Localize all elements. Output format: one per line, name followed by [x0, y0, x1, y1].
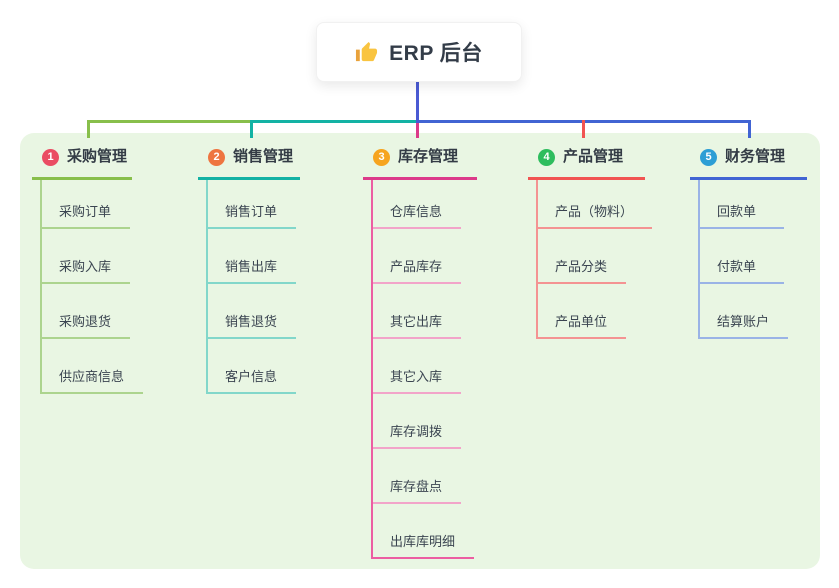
- root-node[interactable]: ERP 后台: [316, 22, 522, 82]
- child-node[interactable]: 付款单: [700, 229, 784, 284]
- branch-number-badge: 4: [538, 148, 555, 166]
- child-node[interactable]: 采购订单: [42, 180, 131, 229]
- branch-number-badge: 3: [373, 148, 390, 166]
- branch-header-node[interactable]: 1 采购管理: [32, 146, 132, 180]
- branch-number-badge: 5: [700, 148, 717, 166]
- branch-header-node[interactable]: 3 库存管理: [363, 146, 477, 180]
- branch-children: 仓库信息产品库存其它出库其它入库库存调拨库存盘点出库库明细: [371, 180, 477, 559]
- child-node[interactable]: 产品（物料）: [538, 180, 653, 229]
- branch-4: 4 产品管理产品（物料）产品分类产品单位: [528, 146, 653, 339]
- child-node[interactable]: 产品单位: [538, 284, 627, 339]
- child-node[interactable]: 客户信息: [208, 339, 297, 394]
- child-node[interactable]: 采购入库: [42, 229, 131, 284]
- connector-bus-segment: [87, 120, 252, 123]
- branch-children: 销售订单销售出库销售退货客户信息: [206, 180, 300, 394]
- branch-2: 2 销售管理销售订单销售出库销售退货客户信息: [198, 146, 300, 394]
- connector-branch-drop: [748, 120, 751, 138]
- child-node[interactable]: 产品库存: [373, 229, 462, 284]
- branch-label: 采购管理: [67, 148, 128, 165]
- branch-5: 5 财务管理回款单付款单结算账户: [690, 146, 807, 339]
- child-node[interactable]: 销售退货: [208, 284, 297, 339]
- branch-label: 产品管理: [563, 148, 624, 165]
- branch-1: 1 采购管理采购订单采购入库采购退货供应商信息: [32, 146, 144, 394]
- child-node[interactable]: 库存调拨: [373, 394, 462, 449]
- child-node[interactable]: 销售订单: [208, 180, 297, 229]
- branch-label: 库存管理: [398, 148, 459, 165]
- branch-header-node[interactable]: 5 财务管理: [690, 146, 807, 180]
- child-node[interactable]: 结算账户: [700, 284, 789, 339]
- branch-3: 3 库存管理仓库信息产品库存其它出库其它入库库存调拨库存盘点出库库明细: [363, 146, 477, 559]
- child-node[interactable]: 销售出库: [208, 229, 297, 284]
- branch-children: 产品（物料）产品分类产品单位: [536, 180, 653, 339]
- branch-header-node[interactable]: 4 产品管理: [528, 146, 645, 180]
- child-node[interactable]: 采购退货: [42, 284, 131, 339]
- branch-header-node[interactable]: 2 销售管理: [198, 146, 300, 180]
- root-node-title: ERP 后台: [389, 42, 483, 65]
- child-node[interactable]: 供应商信息: [42, 339, 144, 394]
- branch-label: 销售管理: [233, 148, 294, 165]
- child-node[interactable]: 出库库明细: [373, 504, 475, 559]
- branch-number-badge: 2: [208, 148, 225, 166]
- root-connector-line: [416, 82, 419, 123]
- child-node[interactable]: 回款单: [700, 180, 784, 229]
- branches-panel: [20, 133, 820, 569]
- branch-number-badge: 1: [42, 148, 59, 166]
- branch-label: 财务管理: [725, 148, 786, 165]
- branch-children: 采购订单采购入库采购退货供应商信息: [40, 180, 144, 394]
- connector-branch-drop: [87, 120, 90, 138]
- child-node[interactable]: 仓库信息: [373, 180, 462, 229]
- connector-branch-drop: [250, 120, 253, 138]
- child-node[interactable]: 其它入库: [373, 339, 462, 394]
- connector-bus-segment: [252, 120, 417, 123]
- connector-branch-drop: [582, 120, 585, 138]
- child-node[interactable]: 产品分类: [538, 229, 627, 284]
- branch-children: 回款单付款单结算账户: [698, 180, 807, 339]
- connector-branch-drop: [416, 120, 419, 138]
- child-node[interactable]: 库存盘点: [373, 449, 462, 504]
- child-node[interactable]: 其它出库: [373, 284, 462, 339]
- thumbs-up-icon: [355, 41, 378, 64]
